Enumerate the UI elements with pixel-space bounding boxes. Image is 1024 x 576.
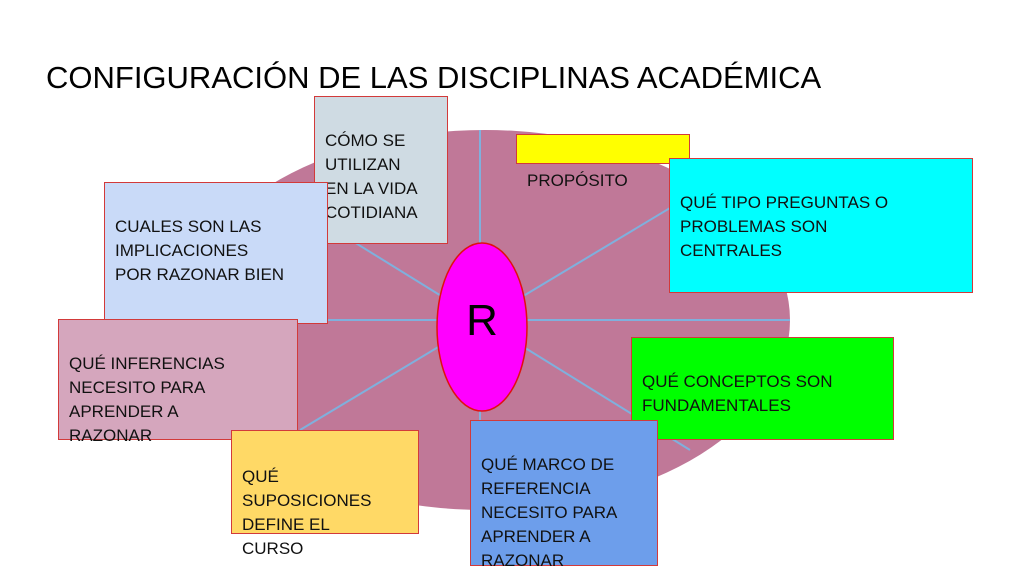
box-implicaciones: CUALES SON LAS IMPLICACIONES POR RAZONAR… bbox=[104, 182, 328, 324]
diagram-title: CONFIGURACIÓN DE LAS DISCIPLINAS ACADÉMI… bbox=[46, 60, 822, 95]
center-ellipse bbox=[436, 242, 528, 412]
box-como-se-utilizan: CÓMO SE UTILIZAN EN LA VIDA COTIDIANA bbox=[314, 96, 448, 244]
box-suposiciones-text: QUÉ SUPOSICIONES DEFINE EL CURSO bbox=[242, 467, 372, 558]
box-conceptos: QUÉ CONCEPTOS SON FUNDAMENTALES bbox=[631, 337, 894, 440]
box-implicaciones-text: CUALES SON LAS IMPLICACIONES POR RAZONAR… bbox=[115, 217, 285, 284]
box-conceptos-text: QUÉ CONCEPTOS SON FUNDAMENTALES bbox=[642, 372, 833, 415]
box-marco: QUÉ MARCO DE REFERENCIA NECESITO PARA AP… bbox=[470, 420, 658, 570]
box-proposito-text: PROPÓSITO bbox=[527, 171, 628, 190]
box-preguntas-text: QUÉ TIPO PREGUNTAS O PROBLEMAS SON CENTR… bbox=[680, 193, 889, 260]
box-marco-text: QUÉ MARCO DE REFERENCIA NECESITO PARA AP… bbox=[481, 455, 618, 570]
box-inferencias-text: QUÉ INFERENCIAS NECESITO PARA APRENDER A… bbox=[69, 354, 225, 445]
center-label: R bbox=[466, 296, 498, 345]
box-inferencias: QUÉ INFERENCIAS NECESITO PARA APRENDER A… bbox=[58, 319, 298, 445]
box-proposito: PROPÓSITO bbox=[516, 134, 690, 190]
box-suposiciones: QUÉ SUPOSICIONES DEFINE EL CURSO bbox=[231, 430, 419, 558]
box-como-se-utilizan-text: CÓMO SE UTILIZAN EN LA VIDA COTIDIANA bbox=[325, 131, 418, 222]
box-preguntas: QUÉ TIPO PREGUNTAS O PROBLEMAS SON CENTR… bbox=[669, 158, 973, 293]
